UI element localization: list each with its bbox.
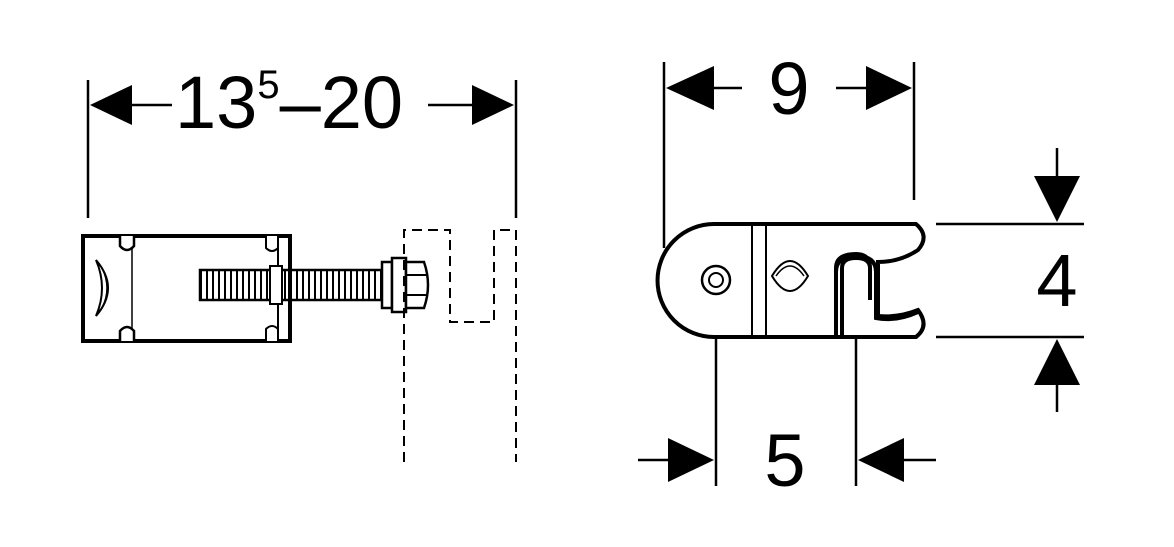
- svg-text:135–20: 135–20: [175, 61, 403, 144]
- arrowhead-up-icon: [1034, 339, 1080, 385]
- dimension-label-main: 13: [175, 61, 257, 144]
- dimension-label-range: –20: [280, 61, 403, 144]
- bracket-plate: [655, 222, 926, 339]
- hex-nut: [380, 256, 430, 314]
- left-view: 135–20: [81, 61, 518, 462]
- dimension-label-5: 5: [764, 419, 805, 502]
- dimension-width-left: 135–20: [86, 61, 518, 218]
- arrowhead-left-icon: [858, 438, 904, 482]
- clamp-block: [81, 234, 292, 343]
- arrowhead-down-icon: [1034, 176, 1080, 222]
- dimension-label-9: 9: [768, 47, 809, 130]
- arrowhead-right-icon: [472, 85, 514, 125]
- dimension-label-superscript: 5: [257, 63, 279, 107]
- arrowhead-right-icon: [866, 66, 912, 110]
- right-view: 9 4 5: [638, 47, 1084, 502]
- dashed-profile-outline: [403, 229, 517, 462]
- arrowhead-right-icon: [668, 438, 714, 482]
- dimension-width-top: 9: [662, 47, 916, 248]
- arrowhead-left-icon: [90, 85, 132, 125]
- arrowhead-left-icon: [666, 66, 714, 110]
- threaded-rod: [198, 265, 388, 305]
- dimension-label-4: 4: [1036, 239, 1077, 322]
- dimension-height-right: 4: [936, 148, 1084, 412]
